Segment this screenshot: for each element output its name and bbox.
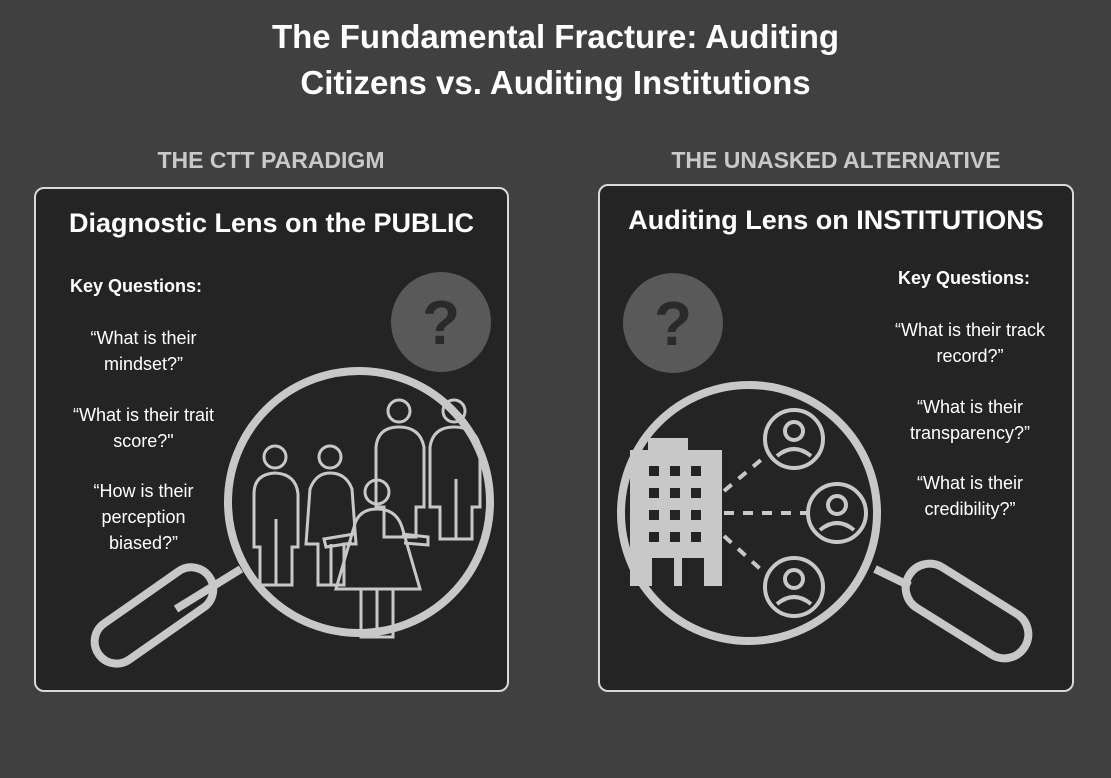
question-trait-score-line-1: “What is their trait [72,405,215,425]
question-perception-line-3: biased?” [108,533,179,553]
question-credibility-line-2: credibility?” [924,499,1016,519]
magnifying-glass-icon [617,381,1033,663]
question-perception-line-1: “How is their [93,481,194,501]
right-key-questions-heading: Key Questions: [898,268,1031,288]
person-icon [763,408,825,470]
question-track-record: “What is their track record?” [870,317,1070,369]
question-mark-icon: ? [623,273,723,373]
question-track-record-line-2: record?” [936,346,1004,366]
right-question-glyph: ? [654,290,692,359]
page-title-line-1: The Fundamental Fracture: Auditing [271,18,840,55]
question-perception-line-2: perception [101,507,186,527]
ctt-paradigm-label: THE CTT PARADIGM [157,147,385,173]
auditing-lens-panel: Auditing Lens on INSTITUTIONS Key Questi… [598,184,1074,692]
people-group-icon [252,398,482,639]
page-title-line-2: Citizens vs. Auditing Institutions [300,64,811,101]
question-perception-biased: “How is their perception biased?” [36,478,251,556]
question-credibility: “What is their credibility?” [870,470,1070,522]
diagnostic-lens-title: Diagnostic Lens on the PUBLIC [68,208,475,238]
question-transparency-line-2: transparency?” [909,423,1031,443]
person-icon [763,556,825,618]
left-question-glyph: ? [422,289,460,358]
question-trait-score: “What is their trait score?" [36,402,251,454]
question-mindset: “What is their mindset?” [36,325,251,377]
question-credibility-line-1: “What is their [916,473,1024,493]
person-icon [806,482,868,544]
magnifying-glass-icon [90,367,494,668]
public-lens-illustration: ? [90,272,494,668]
question-mindset-line-2: mindset?” [103,354,184,374]
unasked-alternative-label: THE UNASKED ALTERNATIVE [671,147,1001,173]
question-track-record-line-1: “What is their track [894,320,1046,340]
page-title: The Fundamental Fracture: Auditing Citiz… [0,14,1111,106]
question-transparency: “What is their transparency?” [870,394,1070,446]
question-mark-icon: ? [391,272,491,372]
connector-lines [722,452,808,578]
auditing-lens-title: Auditing Lens on INSTITUTIONS [628,205,1044,235]
institution-lens-illustration: ? [617,273,1033,663]
question-mindset-line-1: “What is their [90,328,197,348]
question-trait-score-line-2: score?" [113,431,174,451]
question-transparency-line-1: “What is their [916,397,1024,417]
left-key-questions-heading: Key Questions: [70,276,203,296]
diagnostic-lens-panel: Diagnostic Lens on the PUBLIC Key Questi… [34,187,509,692]
building-icon [630,438,722,586]
